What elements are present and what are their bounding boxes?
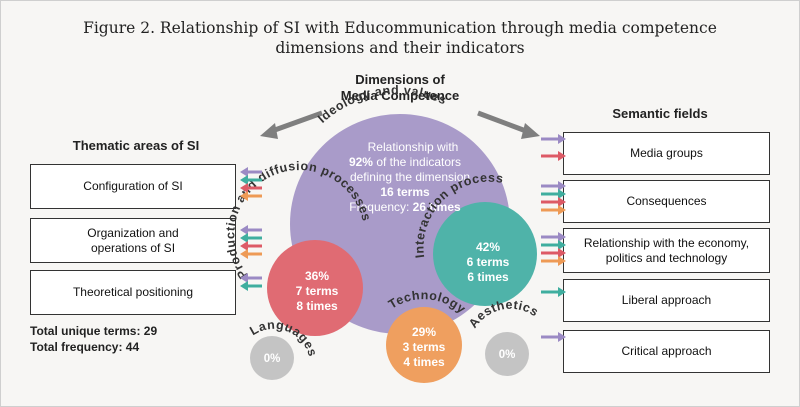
left-indicator-arrow-red: [240, 183, 262, 193]
left-indicator-arrow-orange: [240, 191, 262, 201]
left-box-organization: Organization and operations of SI: [30, 218, 236, 263]
right-indicator-arrow-purple: [541, 134, 566, 144]
interaction-terms: 6 terms: [467, 255, 510, 269]
total-unique-terms: Total unique terms: 29: [30, 324, 158, 338]
technology-times: 4 times: [403, 355, 445, 369]
gray-arrow-left: [260, 110, 323, 139]
right-indicator-arrow-purple: [541, 332, 566, 342]
right-box-label: Consequences: [626, 194, 707, 208]
production-times: 8 times: [296, 299, 338, 313]
indicator-arrows: [240, 134, 566, 342]
left-indicator-arrow-purple: [240, 167, 262, 177]
left-box-configuration: Configuration of SI: [30, 164, 236, 209]
right-indicator-arrow-orange: [541, 205, 566, 215]
figure-title-line-1: Figure 2. Relationship of SI with Educom…: [83, 19, 717, 37]
right-box-media-groups: Media groups: [563, 132, 770, 175]
ideology-frequency-value: 26 times: [413, 200, 461, 214]
left-box-label: Configuration of SI: [83, 179, 183, 193]
production-circle: [267, 240, 363, 336]
right-indicator-arrow-orange: [541, 256, 566, 266]
right-box-label-line-2: politics and technology: [605, 250, 728, 265]
ideology-line-2-rest: of the indicators: [373, 155, 461, 169]
right-indicator-arrow-red: [541, 151, 566, 161]
ideology-pct: 92%: [349, 155, 373, 169]
left-indicator-arrow-orange: [240, 249, 262, 259]
left-box-label: Theoretical positioning: [72, 285, 194, 299]
ideology-frequency: Frequency: 26 times: [349, 200, 461, 214]
figure-title: Figure 2. Relationship of SI with Educom…: [0, 18, 800, 58]
center-heading: Dimensions of Media Competence: [320, 72, 480, 104]
left-indicator-arrow-purple: [240, 225, 262, 235]
ideology-frequency-label: Frequency:: [349, 200, 412, 214]
right-box-label: Media groups: [630, 146, 703, 160]
interaction-circle: [433, 202, 537, 306]
ideology-line-2: 92% of the indicators: [349, 155, 461, 169]
ideology-line-1: Relationship with: [368, 140, 459, 154]
right-indicator-arrow-red: [541, 248, 566, 258]
right-box-consequences: Consequences: [563, 180, 770, 223]
left-indicator-arrow-teal: [240, 175, 262, 185]
technology-circle: [386, 307, 462, 383]
right-box-critical: Critical approach: [563, 330, 770, 373]
production-terms: 7 terms: [296, 284, 339, 298]
technology-pct: 29%: [412, 325, 436, 339]
left-box-label-line-2: operations of SI: [90, 240, 176, 255]
center-heading-line-1: Dimensions of: [355, 72, 445, 87]
left-indicator-arrow-purple: [240, 273, 262, 283]
right-box-label: Liberal approach: [621, 293, 712, 307]
right-indicator-arrow-teal: [541, 240, 566, 250]
interaction-pct: 42%: [476, 240, 500, 254]
aesthetics-pct: 0%: [499, 349, 516, 361]
left-indicator-arrow-teal: [240, 281, 262, 291]
production-pct: 36%: [305, 269, 329, 283]
right-indicator-arrow-purple: [541, 232, 566, 242]
right-indicator-arrow-teal: [541, 287, 566, 297]
gray-arrow-right: [477, 110, 540, 139]
technology-terms: 3 terms: [403, 340, 446, 354]
interaction-times: 6 times: [467, 270, 509, 284]
right-indicator-arrow-purple: [541, 181, 566, 191]
right-box-liberal: Liberal approach: [563, 279, 770, 322]
aesthetics-circle: [485, 332, 529, 376]
right-box-relationship: Relationship with the economy, politics …: [563, 228, 770, 273]
left-box-label-line-1: Organization and: [87, 225, 179, 240]
ideology-line-3: defining the dimension: [350, 170, 470, 184]
center-heading-line-2: Media Competence: [340, 88, 460, 103]
ideology-terms: 16 terms: [380, 185, 430, 199]
right-heading: Semantic fields: [612, 106, 708, 121]
figure-title-line-2: dimensions and their indicators: [275, 39, 525, 57]
left-indicator-arrow-red: [240, 241, 262, 251]
left-heading: Thematic areas of SI: [72, 138, 200, 153]
languages-circle: [250, 336, 294, 380]
languages-pct: 0%: [264, 353, 281, 365]
total-frequency: Total frequency: 44: [30, 340, 140, 354]
left-box-theoretical: Theoretical positioning: [30, 270, 236, 315]
right-box-label-line-1: Relationship with the economy,: [583, 235, 750, 250]
right-box-label: Critical approach: [621, 344, 712, 358]
right-indicator-arrow-red: [541, 197, 566, 207]
right-indicator-arrow-teal: [541, 189, 566, 199]
left-indicator-arrow-teal: [240, 233, 262, 243]
